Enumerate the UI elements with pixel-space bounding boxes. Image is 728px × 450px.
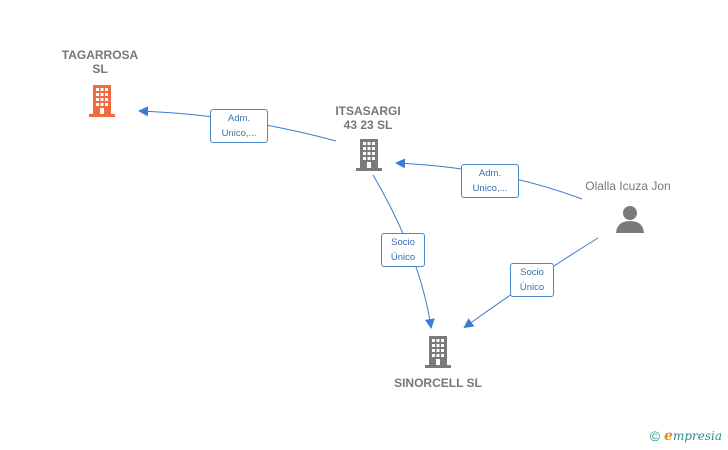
node-label-tagarrosa: TAGARROSA SL — [61, 48, 139, 76]
node-label-sinorcell: SINORCELL SL — [394, 376, 482, 390]
copyright-symbol: © — [649, 428, 661, 444]
edge-label-itsasargi-sinorcell[interactable]: Socio Único — [381, 233, 425, 267]
person-icon[interactable] — [614, 204, 646, 234]
building-icon[interactable] — [422, 335, 454, 369]
edge-label-olalla-itsasargi[interactable]: Adm. Unico,... — [461, 164, 519, 198]
edge-label-olalla-sinorcell[interactable]: Socio Único — [510, 263, 554, 297]
building-icon[interactable] — [353, 138, 385, 172]
building-icon[interactable] — [86, 84, 118, 118]
brand-name: mpresia — [672, 429, 722, 443]
edge-label-itsasargi-tagarrosa[interactable]: Adm. Unico,... — [210, 109, 268, 143]
brand-initial: e — [664, 428, 673, 444]
node-label-itsasargi: ITSASARGI 43 23 SL — [335, 104, 401, 132]
empresia-logo[interactable]: © empresia — [650, 428, 722, 444]
node-label-olalla: Olalla Icuza Jon — [585, 179, 671, 193]
